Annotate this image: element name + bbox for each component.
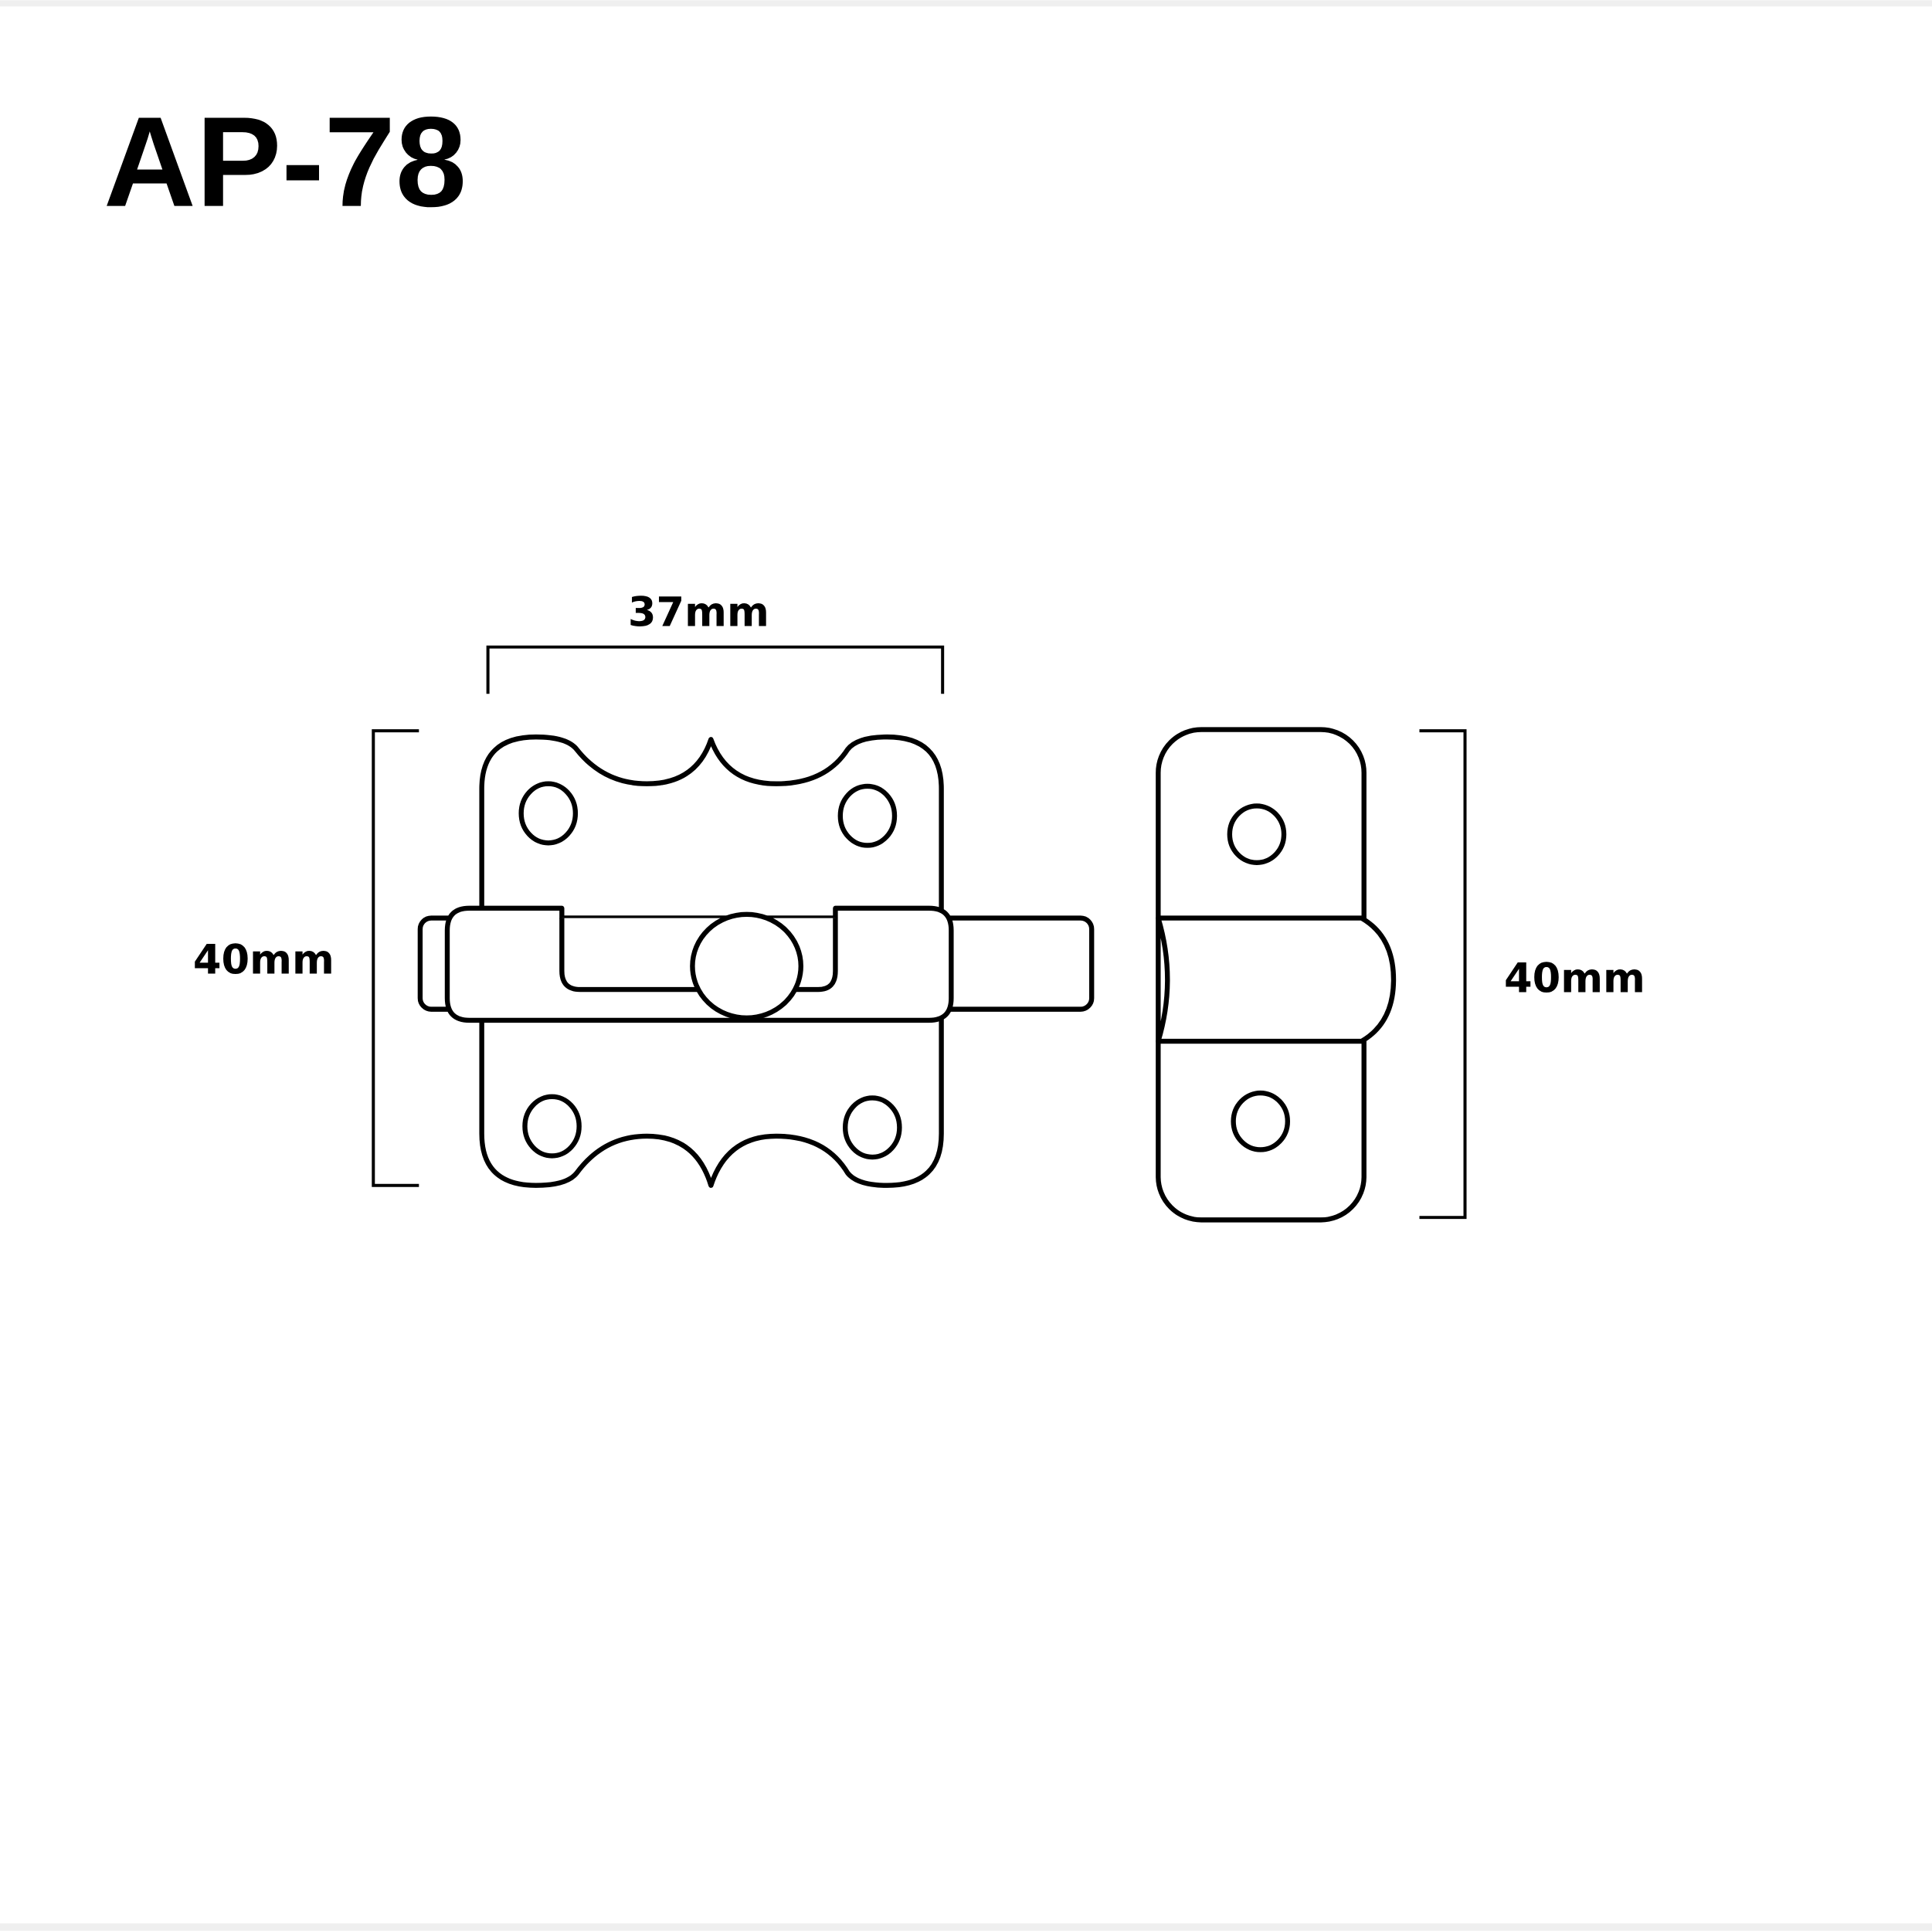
screw-hole-icon — [837, 783, 898, 848]
keeper-plate — [1156, 727, 1397, 1223]
width-dimension-label: 37mm — [628, 589, 769, 636]
bolt-knob — [690, 911, 803, 1020]
keeper-loop — [1156, 915, 1397, 1044]
screw-hole-icon — [518, 781, 579, 846]
product-title: AP-78 — [104, 91, 467, 234]
keeper-height-bracket — [1419, 729, 1467, 1220]
bottom-border-band — [0, 1923, 1932, 1931]
plate-height-bracket — [372, 729, 419, 1187]
screw-hole-icon — [522, 1094, 582, 1159]
keeper-height-label: 40mm — [1504, 955, 1645, 1002]
screw-hole-icon — [1227, 803, 1287, 866]
screw-hole-icon — [842, 1095, 902, 1160]
plate-height-label: 40mm — [193, 936, 334, 983]
top-border-band — [0, 0, 1932, 7]
width-dimension-bracket — [486, 645, 945, 694]
screw-hole-icon — [1231, 1090, 1290, 1152]
